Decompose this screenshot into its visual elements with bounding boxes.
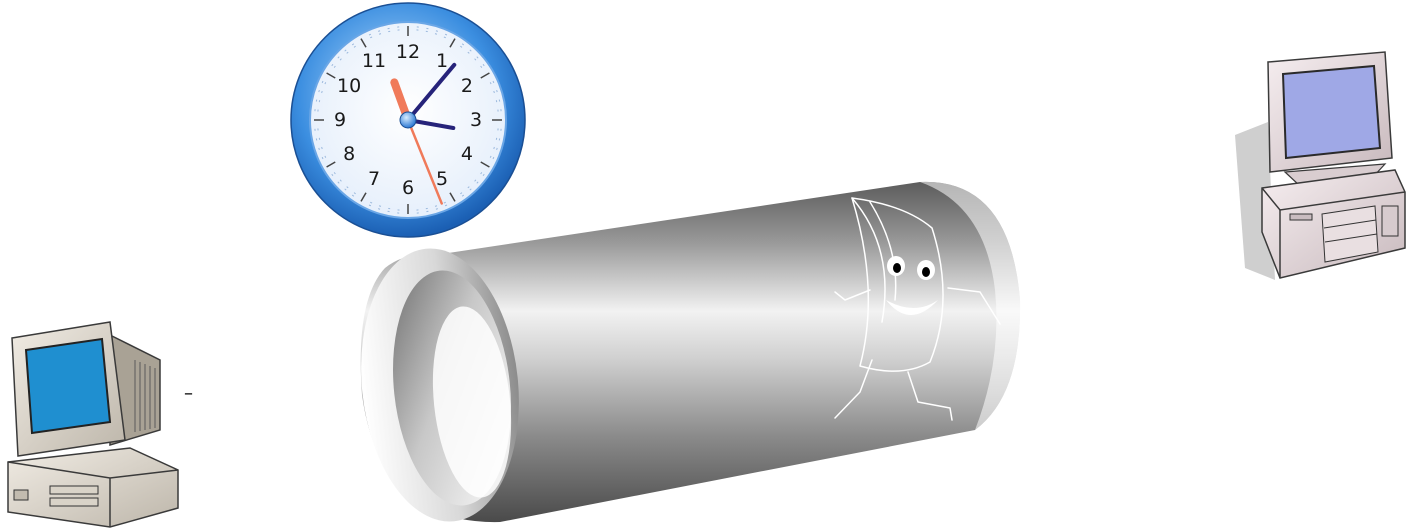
- computer-icon: [0, 0, 1407, 529]
